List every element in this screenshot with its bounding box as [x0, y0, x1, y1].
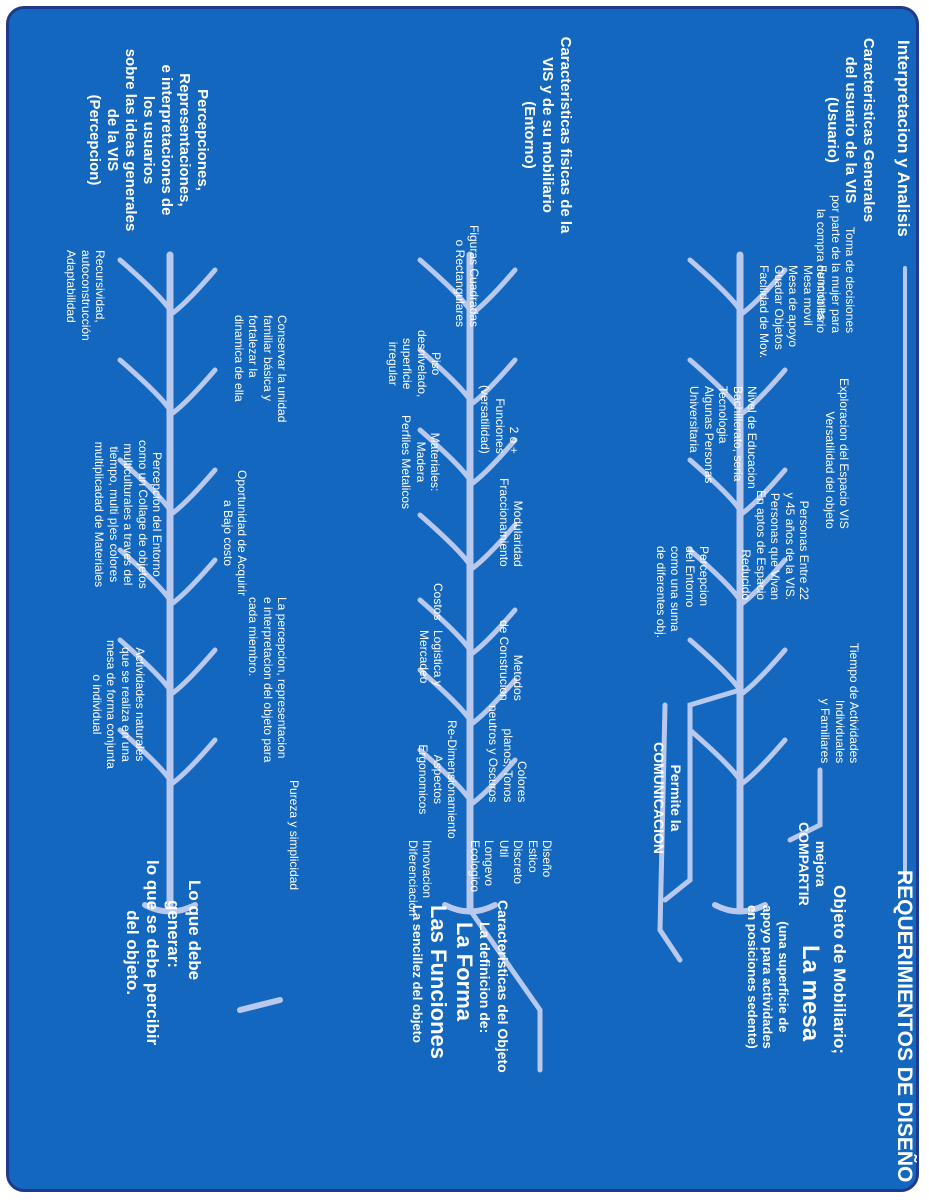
connector-compartir: [787, 767, 823, 843]
row1-tail: [712, 902, 768, 915]
connector-result-2: [467, 907, 543, 1073]
row3-rib-left-3: [117, 457, 173, 513]
row2-item-4: Materiales: Madera Perfiles Metalicos: [399, 415, 442, 510]
row1-rib-left-3: [687, 457, 743, 513]
row1-item-5: Personas Entre 22 y 45 años de la VIS. P…: [739, 490, 811, 601]
row3-item-4: Oportunidad de Acquirir a Bajo costo: [220, 470, 249, 597]
row3-tail: [142, 902, 198, 915]
row2-rib-right-5: [467, 607, 518, 658]
row2-result-2: La definicion de:: [477, 922, 493, 1034]
connector-comunicacion: [662, 687, 743, 903]
row1-rib-right-6: [737, 737, 788, 788]
row3-rib-left-1: [117, 257, 173, 313]
row2-result-1: Caracteristicas del Objeto: [495, 900, 511, 1073]
row1-result-3: (una superficie de apoyo para actividade…: [744, 905, 791, 1049]
row3-result-1: Lo que debe: [185, 880, 204, 981]
row2-rib-left-2: [417, 347, 473, 403]
row3-rib-right-3: [167, 467, 218, 518]
row2-rib-left-1: [417, 257, 473, 313]
header-left: Interpretacion y Analisis: [894, 40, 913, 237]
connector-result-3: [237, 997, 283, 1013]
row1-item-7: Tiempo de Actividades Individuales y Fam…: [818, 643, 861, 764]
row2-result-3: La Forma: [452, 922, 477, 1022]
row3-rib-left-5: [117, 637, 173, 693]
row1-rib-left-6: [687, 727, 743, 783]
row2-rib-left-7: [417, 747, 473, 803]
row1-rib-left-1: [687, 257, 743, 313]
row2-result-4: Las Funciones: [426, 905, 451, 1060]
row3-result-3: lo que se debe percibir del objeto.: [122, 860, 162, 1046]
row2-result-5: La sencillez del objeto: [410, 905, 425, 1043]
row3-item-5: La percepcion, representacion e interpre…: [246, 597, 289, 763]
row2-rib-left-3: [417, 427, 473, 483]
row1-rib-left-4: [687, 547, 743, 603]
row1-result-1: Objeto de Mobiliario;: [830, 885, 849, 1055]
row2-rib-right-2: [467, 357, 518, 408]
row2-item-5: Modularidad Fraccionamiento: [496, 478, 525, 567]
row2-rib-right-7: [467, 757, 518, 808]
row3-rib-right-1: [167, 267, 218, 318]
row2-rib-right-3: [467, 437, 518, 488]
row3-rib-right-2: [167, 367, 218, 418]
branch-comunicacion: Permite la COMUNICACION: [651, 742, 684, 854]
row2-rib-left-4: [417, 512, 473, 568]
row1-rib-right-1: [737, 267, 788, 318]
row3-rib-right-6: [167, 737, 218, 788]
diagram-frame: [6, 6, 919, 1192]
row3-rib-right-4: [167, 557, 218, 608]
row3-item-6: Actividades naturales que se realiza en …: [89, 640, 147, 769]
row2-rib-right-6: [467, 677, 518, 728]
row2-rib-left-6: [417, 667, 473, 723]
row2-item-8: Logistica y Mercadeo: [416, 630, 445, 687]
row3-rib-left-2: [117, 357, 173, 413]
row2-item-1: Figuras Cuadradas o Rectangulares: [452, 225, 481, 328]
row1-rib-right-5: [737, 647, 788, 698]
row3-title: Percepciones, Representaciones, e interp…: [86, 48, 211, 232]
row1-item-4: Nivel de Educacion Bachillerato, seria T…: [687, 386, 759, 489]
row2-item-9: Colores planos, Tonos neutros y Oscuros: [486, 705, 529, 803]
row2-item-2: Piso desnivelado, superficie irregular: [385, 330, 443, 398]
row2-item-6: Costos: [431, 583, 445, 621]
row1-rib-right-2: [737, 367, 788, 418]
row2-item-7: Metodos de Construcion: [496, 620, 525, 701]
row2-item-11: Diseño Estico Discreto Util Longevo Ecol…: [468, 840, 554, 893]
row3-result-2: generar:: [164, 900, 183, 969]
branch-compartir: mejora COMPARTIR: [796, 822, 829, 906]
row2-rib-right-4: [467, 522, 518, 573]
row1-rib-right-3: [737, 467, 788, 518]
row3-item-1: Recursividad, autoconstrucción Adaptabil…: [64, 250, 107, 341]
row2-title: Caracteristicas fisicas de la VIS y de s…: [521, 36, 574, 234]
row1-rib-left-5: [687, 637, 743, 693]
row3-item-3: Percepcion del Entorno como un Collage d…: [92, 440, 164, 589]
row3-rib-left-4: [117, 547, 173, 603]
row1-item-6: Percepcion del Entorno como una suma de …: [653, 546, 711, 639]
row3-rib-right-5: [167, 647, 218, 698]
row2-rib-left-5: [417, 597, 473, 653]
row1-rib-left-2: [687, 357, 743, 413]
row2-item-10: Re-Dimensionamiento Aspectos Ergonomicos: [416, 720, 459, 839]
row2-item-3: 2 o + Funciones (versatilidad): [478, 385, 521, 454]
row1-rib-right-4: [737, 557, 788, 608]
header-right: REQUERIMIENTOS DE DISEÑO: [893, 870, 916, 1183]
row1-item-3: Exploracion del Espacio VIS Versatilidad…: [822, 378, 851, 529]
row3-rib-left-6: [117, 727, 173, 783]
row1-result-2: La mesa: [797, 945, 824, 1042]
connector-result-1: [657, 702, 683, 963]
row3-item-7: Pureza y simplicidad: [287, 780, 301, 891]
row1-item-2: Funciones Mesa movil Mesa de apoyo Guada…: [757, 265, 829, 359]
row2-rib-right-1: [467, 267, 518, 318]
row3-item-2: Conservar la unidad familiar básica y fo…: [231, 315, 289, 423]
